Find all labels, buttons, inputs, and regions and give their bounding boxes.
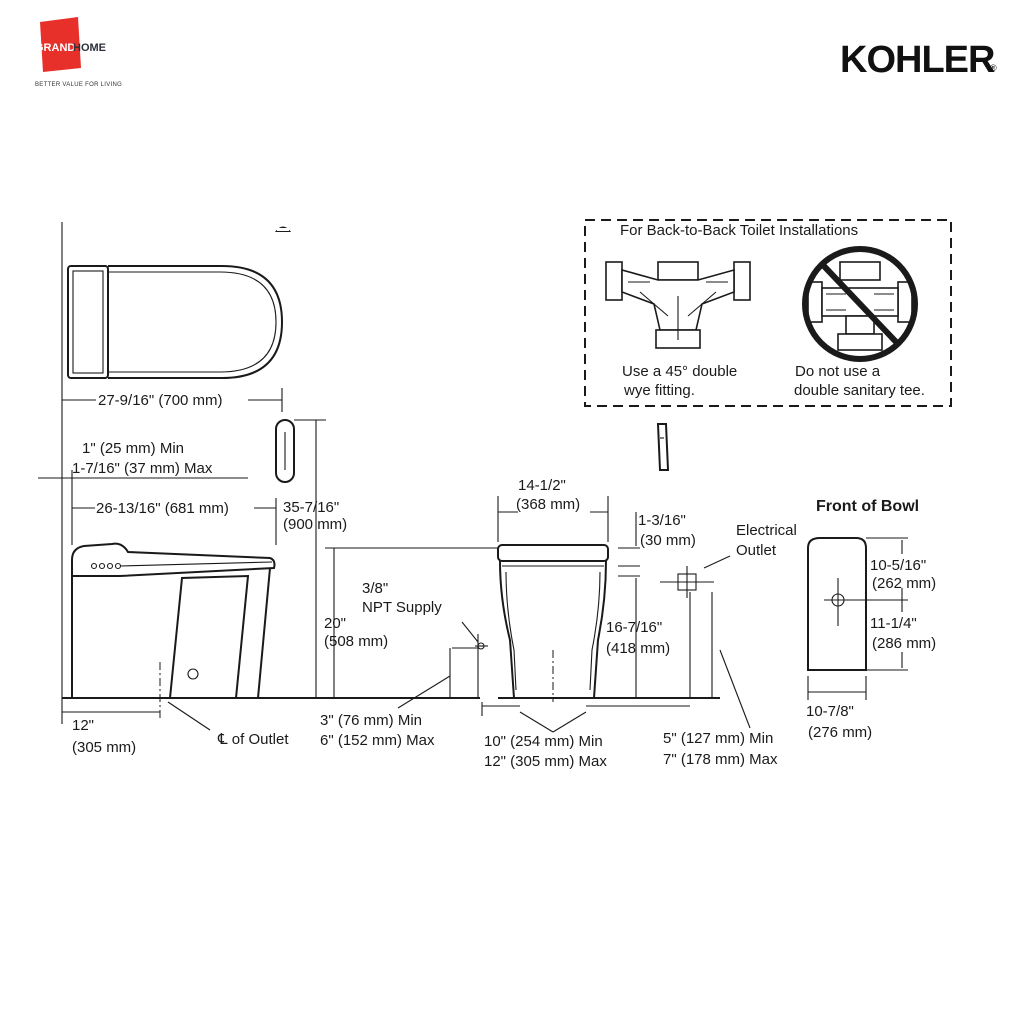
dim-electrical-offset-max: 7" (178 mm) Max: [663, 751, 778, 768]
wall-bracket-icon: [656, 423, 670, 471]
dim-supply-offset-min: 10" (254 mm) Min: [484, 733, 603, 750]
dim-gap-max: 1-7/16" (37 mm) Max: [72, 460, 213, 477]
bowl-outline-top: [108, 265, 284, 379]
dim-supply-offset-max: 12" (305 mm) Max: [484, 753, 607, 770]
kohler-logo: KOHLER ®: [840, 39, 997, 81]
seat-front: [497, 544, 609, 562]
bowl-front: [499, 560, 607, 699]
dim-overall-length: 27-9/16" (700 mm): [98, 392, 223, 409]
front-of-bowl-title: Front of Bowl: [816, 498, 919, 515]
label-supply-type: NPT Supply: [362, 599, 442, 616]
dim-bowl-length: 26-13/16" (681 mm): [96, 500, 229, 517]
callout-ok-line1: Use a 45° double: [622, 363, 737, 380]
double-sanitary-tee-prohibited-icon: [802, 246, 918, 362]
grandhome-logo-mark: [40, 17, 81, 72]
callout-no-line2: double sanitary tee.: [794, 382, 925, 399]
label-supply-size: 3/8": [362, 580, 388, 597]
dim-total-height-in: 35-7/16": [283, 499, 339, 516]
grandhome-logo-tagline: BETTER VALUE FOR LIVING: [35, 82, 122, 88]
callout-dashed-box: [584, 219, 952, 407]
label-centerline-outlet: ℄ of Outlet: [217, 731, 289, 748]
back-to-back-callout: For Back-to-Back Toilet Installations Us…: [584, 219, 952, 407]
tank-inner-top: [72, 270, 104, 374]
bowl-front-outline: [807, 537, 867, 671]
kohler-logo-registered-mark: ®: [990, 63, 997, 73]
dim-front-width-in: 10-7/8": [806, 703, 854, 720]
callout-ok-line2: wye fitting.: [623, 382, 695, 399]
grandhome-logo-name-left: GRAND: [35, 42, 75, 54]
prohibited-circle: [802, 246, 918, 362]
dim-lid-thickness-in: 1-3/16": [638, 512, 686, 529]
double-wye-fitting-icon: [605, 261, 751, 349]
dim-front-bottom-in: 11-1/4": [870, 615, 917, 632]
dim-supply-height-min: 3" (76 mm) Min: [320, 712, 422, 729]
callout-no-line1: Do not use a: [795, 363, 881, 380]
grandhome-logo: GRAND HOME BETTER VALUE FOR LIVING: [35, 17, 122, 88]
dim-lid-thickness-mm: (30 mm): [640, 532, 696, 549]
dim-front-width-mm: (276 mm): [808, 724, 872, 741]
tank-outline-top: [67, 265, 109, 379]
toilet-seat-side: [71, 542, 276, 577]
dim-electrical-height-in: 16-7/16": [606, 619, 662, 636]
dim-rough-in-mm: (305 mm): [72, 739, 136, 756]
dim-electrical-offset-min: 5" (127 mm) Min: [663, 730, 773, 747]
label-electrical-line2: Outlet: [736, 542, 777, 559]
dim-front-top-mm: (262 mm): [872, 575, 936, 592]
dim-width-in: 14-1/2": [518, 477, 566, 494]
grandhome-logo-name-right: HOME: [73, 42, 106, 54]
callout-title: For Back-to-Back Toilet Installations: [620, 222, 858, 239]
dim-supply-height-max: 6" (152 mm) Max: [320, 732, 435, 749]
remote-control-icon: [275, 419, 295, 483]
dim-seat-height-mm: (508 mm): [324, 633, 388, 650]
dim-total-height-mm: (900 mm): [283, 516, 347, 533]
label-electrical-line1: Electrical: [736, 522, 797, 539]
dim-gap-min: 1" (25 mm) Min: [82, 440, 184, 457]
trapway-opening: [187, 668, 199, 680]
front-view: 14-1/2" (368 mm) 10" (254 mm) Min 12" (3…: [481, 423, 797, 770]
dim-electrical-height-mm: (418 mm): [606, 640, 670, 657]
side-view: 1" (25 mm) Min 1-7/16" (37 mm) Max 26-13…: [38, 419, 498, 756]
front-of-bowl-view: Front of Bowl 10-5/16" (262 mm) 11-1/4" …: [806, 498, 936, 741]
dim-width-mm: (368 mm): [516, 496, 580, 513]
kohler-logo-wordmark: KOHLER: [840, 39, 995, 81]
bowl-inner-top: [108, 271, 277, 373]
dim-rough-in-in: 12": [72, 717, 94, 734]
dim-front-bottom-mm: (286 mm): [872, 635, 936, 652]
dim-front-top-in: 10-5/16": [870, 557, 926, 574]
toilet-body-side: [71, 560, 271, 699]
dim-seat-height-in: 20": [324, 615, 346, 632]
top-view: 27-9/16" (700 mm): [61, 222, 291, 700]
